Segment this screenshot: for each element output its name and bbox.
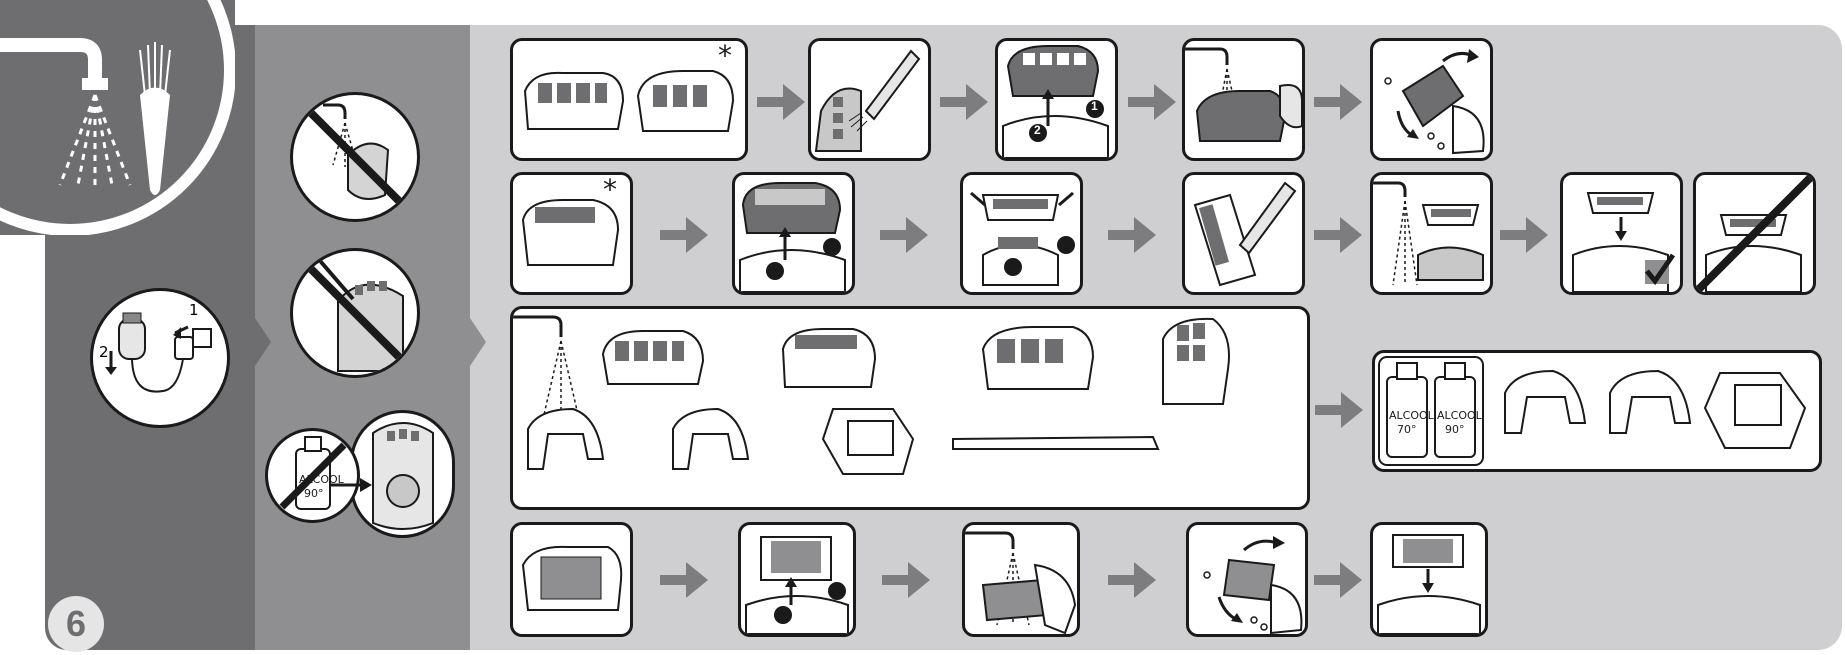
reassemble-wrong-panel bbox=[1693, 172, 1816, 295]
step-number-badge: 6 bbox=[48, 596, 104, 652]
rinse-all-parts-panel bbox=[510, 306, 1310, 510]
remove-step-1: 1 bbox=[1091, 99, 1098, 113]
arrow-right-icon bbox=[1314, 82, 1364, 122]
alcohol-label-70: ALCOOL bbox=[1389, 409, 1435, 422]
reassemble-correct-panel bbox=[1560, 172, 1683, 295]
arrow-right-icon bbox=[940, 82, 990, 122]
optional-asterisk: * bbox=[718, 39, 732, 72]
alcohol-label-90: ALCOOL bbox=[1437, 409, 1483, 422]
shaver-head-panel: * bbox=[510, 172, 633, 295]
no-alcohol-icon: ALCOOL 90° bbox=[265, 428, 360, 523]
detach-cutter-panel bbox=[960, 172, 1083, 295]
rinse-exfoliation-panel bbox=[962, 522, 1080, 637]
reattach-exfoliation-panel bbox=[1370, 522, 1488, 637]
remove-shaver-head-panel bbox=[732, 172, 855, 295]
brush-cutter-panel bbox=[1182, 172, 1305, 295]
cleaning-brush-icon bbox=[139, 42, 171, 195]
epilator-heads-panel: * bbox=[510, 38, 748, 161]
alcohol-bottle-70: ALCOOL 70° bbox=[1386, 362, 1435, 458]
water-tap-icon bbox=[513, 315, 580, 421]
header-icon-block bbox=[0, 0, 235, 235]
shake-exfoliation-panel bbox=[1186, 522, 1308, 637]
no-alcohol-degree: 90° bbox=[304, 487, 324, 500]
alcohol-degree-70: 70° bbox=[1397, 423, 1417, 436]
arrow-right-icon bbox=[757, 82, 807, 122]
remove-head-panel: 1 2 bbox=[995, 38, 1118, 161]
chevron-divider-2 bbox=[470, 318, 486, 366]
rinse-cutter-panel bbox=[1370, 172, 1493, 295]
brush-cleaning-panel bbox=[808, 38, 931, 161]
arrow-right-icon bbox=[1108, 560, 1158, 600]
water-tap-icon bbox=[0, 38, 132, 186]
shake-dry-panel bbox=[1370, 38, 1493, 161]
arrow-right-icon bbox=[1108, 215, 1158, 255]
alcohol-degree-90: 90° bbox=[1445, 423, 1465, 436]
device-outlet-illustration bbox=[350, 410, 455, 538]
arrow-right-icon bbox=[1314, 560, 1364, 600]
exfoliation-head-panel bbox=[510, 522, 633, 637]
no-sharp-tool-icon bbox=[290, 248, 420, 378]
arrow-right-icon bbox=[1314, 215, 1364, 255]
unplug-device-illustration: 1 2 bbox=[90, 288, 230, 428]
disinfect-alcohol-panel: ALCOOL 70° ALCOOL 90° bbox=[1372, 350, 1822, 472]
arrow-right-icon bbox=[882, 560, 932, 600]
arrow-right-icon bbox=[660, 215, 710, 255]
remove-exfoliation-panel bbox=[738, 522, 856, 637]
arrow-right-icon bbox=[1315, 390, 1365, 430]
optional-asterisk: * bbox=[603, 173, 617, 206]
rinse-head-panel bbox=[1182, 38, 1305, 161]
arrow-right-icon bbox=[660, 560, 710, 600]
chevron-divider-1 bbox=[255, 318, 271, 366]
arrow-right-icon bbox=[1500, 215, 1550, 255]
alcohol-bottle-90: ALCOOL 90° bbox=[1434, 362, 1483, 458]
no-water-icon bbox=[290, 92, 420, 222]
arrow-right-icon bbox=[880, 215, 930, 255]
plug-step-1: 1 bbox=[189, 301, 199, 319]
arrow-right-icon bbox=[1128, 82, 1178, 122]
plug-step-2: 2 bbox=[99, 343, 109, 361]
insert-arrow-icon bbox=[330, 475, 372, 495]
remove-step-2: 2 bbox=[1034, 123, 1041, 137]
